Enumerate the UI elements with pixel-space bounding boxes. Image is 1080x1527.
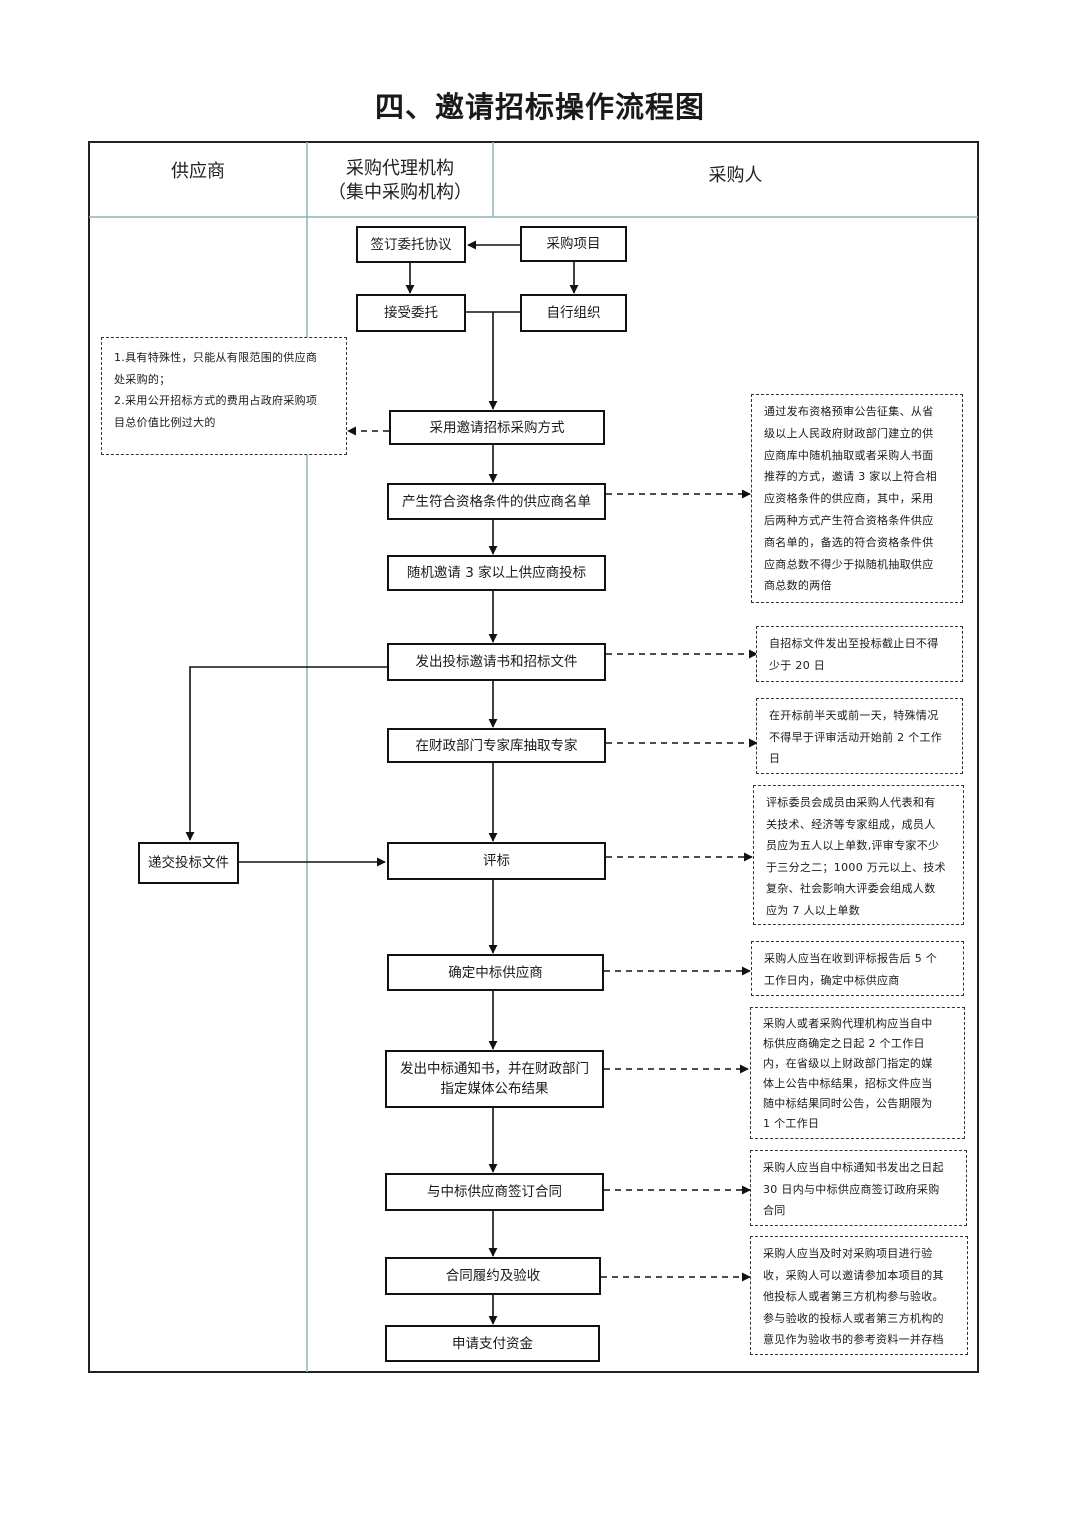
note-conditions: 1.具有特殊性，只能从有限范围的供应商 处采购的； 2.采用公开招标方式的费用占…	[101, 337, 347, 455]
box-publish-notice-line2: 指定媒体公布结果	[440, 1081, 549, 1097]
note-line: 内，在省级以上财政部门指定的媒	[763, 1057, 933, 1070]
note-acceptance: 采购人应当及时对采购项目进行验 收，采购人可以邀请参加本项目的其 他投标人或者第…	[750, 1236, 968, 1355]
box-publish-notice-line1: 发出中标通知书，并在财政部门	[400, 1061, 589, 1077]
swimlane-frame	[88, 141, 979, 1373]
lane-header-supplier: 供应商	[89, 160, 307, 184]
note-line: 体上公告中标结果，招标文件应当	[763, 1077, 933, 1090]
box-submit-bid: 递交投标文件	[138, 842, 239, 884]
note-line: 2.采用公开招标方式的费用占政府采购项	[114, 394, 318, 407]
box-extract-experts: 在财政部门专家库抽取专家	[387, 728, 606, 763]
note-line: 商总数的两倍	[764, 579, 832, 593]
note-line: 员应为五人以上单数,评审专家不少	[766, 839, 940, 852]
note-line: 随中标结果同时公告，公告期限为	[763, 1097, 933, 1110]
note-line: 应商库中随机抽取或者采购人书面	[764, 448, 934, 462]
note-line: 少于 20 日	[769, 658, 826, 672]
note-list-method: 通过发布资格预审公告征集、从省 级以上人民政府财政部门建立的供 应商库中随机抽取…	[751, 394, 963, 603]
note-line: 应商总数不得少于拟随机抽取供应	[764, 557, 934, 571]
note-line: 后两种方式产生符合资格条件供应	[764, 513, 934, 527]
note-line: 于三分之二；1000 万元以上、技术	[766, 860, 946, 874]
note-line: 采购人应当及时对采购项目进行验	[763, 1247, 933, 1260]
box-evaluation: 评标	[387, 842, 606, 880]
note-line: 自招标文件发出至投标截止日不得	[769, 637, 939, 650]
note-line: 收，采购人可以邀请参加本项目的其	[763, 1268, 944, 1282]
lane-label-purchaser: 采购人	[708, 165, 763, 186]
note-line: 应为 7 人以上单数	[766, 903, 860, 917]
note-contract-time: 采购人应当自中标通知书发出之日起 30 日内与中标供应商签订政府采购 合同	[750, 1150, 967, 1226]
note-line: 级以上人民政府财政部门建立的供	[764, 426, 934, 440]
box-issue-invitation: 发出投标邀请书和招标文件	[387, 643, 606, 681]
box-generate-list: 产生符合资格条件的供应商名单	[387, 483, 606, 520]
note-expert-time: 在开标前半天或前一天，特殊情况 不得早于评审活动开始前 2 个工作 日	[756, 698, 963, 774]
box-random-invite: 随机邀请 3 家以上供应商投标	[387, 555, 606, 591]
note-line: 关技术、经济等专家组成，成员人	[766, 817, 936, 831]
note-line: 处采购的；	[114, 372, 171, 386]
note-line: 应资格条件的供应商，其中，采用	[764, 492, 934, 506]
note-line: 推荐的方式，邀请 3 家以上符合相	[764, 470, 938, 484]
note-line: 标供应商确定之日起 2 个工作日	[763, 1037, 925, 1050]
box-publish-notice: 发出中标通知书，并在财政部门 指定媒体公布结果	[385, 1050, 604, 1108]
box-confirm-winner: 确定中标供应商	[387, 954, 604, 991]
note-line: 1 个工作日	[763, 1117, 820, 1130]
note-line: 目总价值比例过大的	[114, 415, 216, 429]
note-line: 参与验收的投标人或者第三方机构的	[763, 1311, 944, 1325]
note-publish: 采购人或者采购代理机构应当自中 标供应商确定之日起 2 个工作日 内，在省级以上…	[750, 1007, 965, 1139]
lane-header-agency: 采购代理机构 （集中采购机构）	[307, 157, 493, 205]
box-accept-commission: 接受委托	[356, 294, 466, 332]
box-adopt-method: 采用邀请招标采购方式	[389, 410, 605, 445]
lane-label-supplier: 供应商	[171, 161, 225, 182]
note-line: 采购人或者采购代理机构应当自中	[763, 1017, 933, 1030]
note-line: 他投标人或者第三方机构参与验收。	[763, 1290, 944, 1303]
box-sign-agreement: 签订委托协议	[356, 226, 466, 263]
box-apply-payment: 申请支付资金	[385, 1325, 600, 1362]
note-line: 不得早于评审活动开始前 2 个工作	[769, 730, 943, 744]
note-line: 评标委员会成员由采购人代表和有	[766, 796, 936, 809]
box-sign-contract: 与中标供应商签订合同	[385, 1173, 604, 1211]
note-line: 意见作为验收书的参考资料一并存档	[763, 1333, 944, 1346]
note-line: 日	[769, 752, 781, 765]
arrow-issue-to-submit	[185, 666, 387, 841]
note-line: 在开标前半天或前一天，特殊情况	[769, 709, 939, 722]
note-line: 30 日内与中标供应商签订政府采购	[763, 1182, 940, 1196]
note-committee: 评标委员会成员由采购人代表和有 关技术、经济等专家组成，成员人 员应为五人以上单…	[753, 785, 964, 925]
box-purchase-project: 采购项目	[520, 226, 627, 262]
note-line: 1.具有特殊性，只能从有限范围的供应商	[114, 351, 318, 364]
lane-label-agency-sub: （集中采购机构）	[328, 182, 472, 203]
note-line: 通过发布资格预审公告征集、从省	[764, 405, 934, 418]
note-line: 商名单的，备选的符合资格条件供	[764, 535, 934, 549]
note-line: 采购人应当自中标通知书发出之日起	[763, 1161, 944, 1174]
lane-label-agency: 采购代理机构	[346, 158, 454, 179]
note-line: 采购人应当在收到评标报告后 5 个	[764, 952, 938, 965]
note-deadline: 自招标文件发出至投标截止日不得 少于 20 日	[756, 626, 963, 682]
box-self-organize: 自行组织	[520, 294, 627, 332]
note-confirm-time: 采购人应当在收到评标报告后 5 个 工作日内，确定中标供应商	[751, 941, 964, 996]
note-line: 工作日内，确定中标供应商	[764, 973, 900, 987]
note-line: 复杂、社会影响大评委会组成人数	[766, 882, 936, 895]
lane-header-purchaser: 采购人	[493, 164, 978, 188]
box-performance: 合同履约及验收	[385, 1257, 601, 1295]
page-title: 四、邀请招标操作流程图	[374, 90, 705, 124]
note-line: 合同	[763, 1204, 786, 1217]
